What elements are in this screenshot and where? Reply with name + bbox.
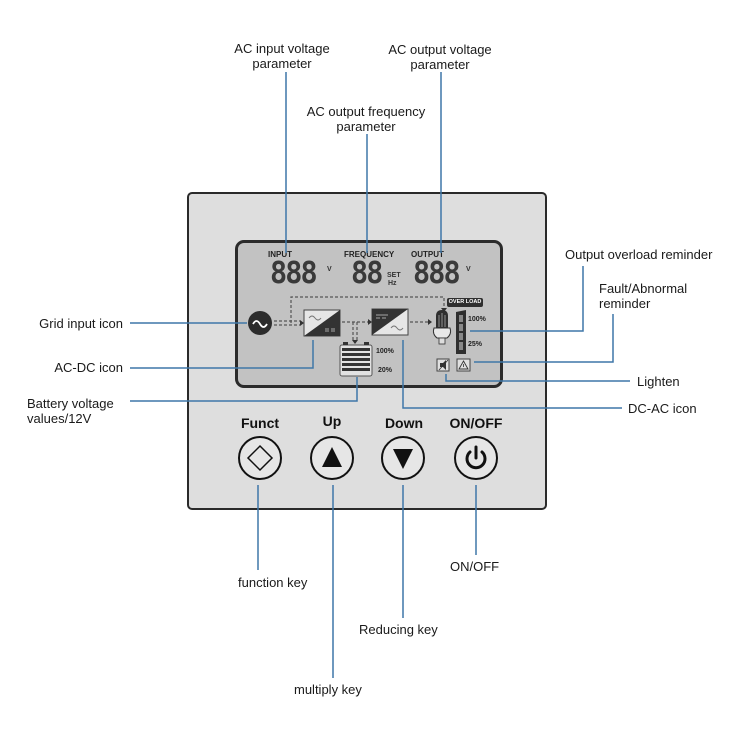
callout-line: values/12V [27, 411, 92, 426]
lcd-output-label: OUTPUT [411, 250, 444, 259]
callout-fault-abnormal: Fault/Abnormal reminder [599, 281, 687, 311]
input-volt-unit: V [327, 266, 332, 273]
leader-overload [470, 266, 584, 332]
battery-icon [339, 342, 373, 377]
key-label-onoff: ON/OFF [449, 415, 503, 431]
leader-lines [130, 72, 630, 678]
down-button[interactable] [381, 436, 425, 480]
callout-ac-dc-icon: AC-DC icon [54, 360, 123, 375]
callout-on-off: ON/OFF [450, 559, 500, 574]
mute-icon [436, 358, 450, 372]
callout-function-key: function key [238, 575, 308, 590]
dc-ac-icon [371, 308, 409, 336]
callout-reducing-key: Reducing key [359, 622, 438, 637]
callout-line: Fault/Abnormal [599, 281, 688, 296]
callout-line: Battery voltage [27, 396, 114, 411]
callout-line: parameter [410, 57, 470, 72]
funct-button[interactable] [238, 436, 282, 480]
callout-line: parameter [252, 56, 312, 71]
callout-ac-output-voltage: AC output voltage parameter [378, 42, 502, 72]
load-min-label: 25% [468, 341, 483, 348]
leader-ac-dc [130, 340, 314, 369]
leader-fault [474, 314, 614, 363]
callout-line: AC input voltage [234, 41, 330, 56]
triangle-down-icon [393, 449, 413, 469]
callout-lighten: Lighten [637, 374, 680, 389]
on-off-button[interactable] [454, 436, 498, 480]
power-flow-lines [274, 296, 445, 340]
callout-grid-input-icon: Grid input icon [39, 316, 123, 331]
callout-output-overload: Output overload reminder [565, 247, 713, 262]
leader-battery [130, 377, 358, 402]
hz-unit: Hz [388, 280, 397, 287]
key-label-down: Down [384, 415, 424, 431]
callout-multiply-key: multiply key [294, 682, 362, 697]
power-icon [465, 445, 487, 470]
set-unit: SET [387, 272, 401, 279]
callout-line: AC output frequency [306, 104, 426, 119]
up-button[interactable] [310, 436, 354, 480]
battery-min-label: 20% [378, 367, 393, 374]
key-label-funct: Funct [240, 415, 280, 431]
grid-input-icon [248, 311, 272, 335]
lcd-frequency-label: FREQUENCY [344, 250, 395, 259]
overload-badge: OVER LOAD [447, 298, 483, 307]
flow-bypass-line [290, 296, 445, 323]
leader-lighten [445, 374, 630, 382]
flow-arrowheads [300, 308, 447, 344]
callout-battery-voltage: Battery voltage values/12V [27, 396, 114, 426]
input-voltage-readout: 888 [270, 256, 318, 291]
key-label-up: Up [322, 413, 342, 429]
output-voltage-readout: 888 [413, 256, 461, 291]
load-max-label: 100% [468, 316, 486, 323]
lcd-input-label: INPUT [268, 250, 292, 259]
callout-dc-ac-icon: DC-AC icon [628, 401, 697, 416]
fault-warning-icon [456, 358, 471, 372]
overload-badge-text: OVER LOAD [448, 299, 482, 305]
triangle-up-icon [322, 447, 342, 467]
callout-ac-input-voltage: AC input voltage parameter [222, 41, 342, 71]
diamond-icon [246, 444, 274, 472]
callout-line: AC output voltage [388, 42, 492, 57]
callout-line: reminder [599, 296, 651, 311]
frequency-readout: 88 [351, 256, 383, 291]
battery-max-label: 100% [376, 348, 394, 355]
output-volt-unit: V [466, 266, 471, 273]
callout-line: parameter [336, 119, 396, 134]
leader-dc-ac [402, 340, 622, 409]
load-level-bar [456, 310, 466, 354]
ac-dc-icon [303, 309, 341, 337]
callout-ac-output-frequency: AC output frequency parameter [293, 104, 439, 134]
load-bulb-icon [432, 310, 452, 345]
